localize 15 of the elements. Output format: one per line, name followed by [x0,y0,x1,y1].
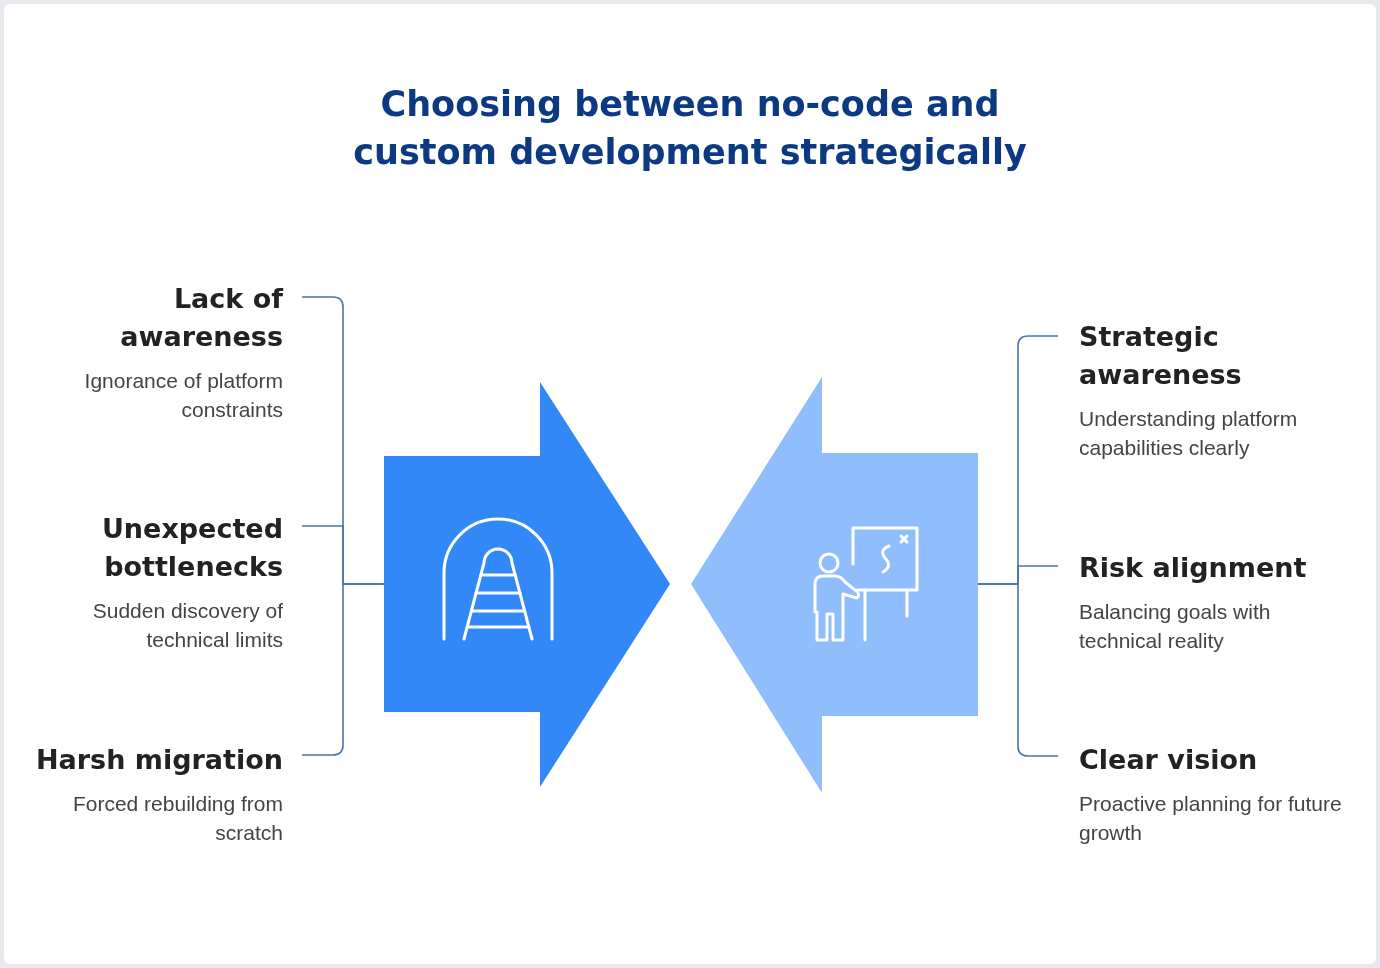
heading: Clear vision [1079,743,1259,777]
heading: Risk alignment [1079,551,1308,585]
description: Understanding platform capabilities clearly [1079,406,1299,461]
connector-line [977,583,1059,757]
heading: Strategic awareness [1079,320,1243,392]
description: Proactive planning for future growth [1079,791,1343,846]
heading: Unexpected bottlenecks [100,512,283,584]
heading: Lack of awareness [119,282,283,354]
description: Ignorance of platform constraints [83,368,283,423]
connector-line [301,583,385,756]
title: Choosing between no-code and custom development strategically [352,83,1028,174]
description: Sudden discovery of technical limits [91,598,283,653]
description: Balancing goals with technical reality [1079,599,1272,654]
heading: Harsh migration [35,743,283,777]
description: Forced rebuilding from scratch [71,791,283,846]
